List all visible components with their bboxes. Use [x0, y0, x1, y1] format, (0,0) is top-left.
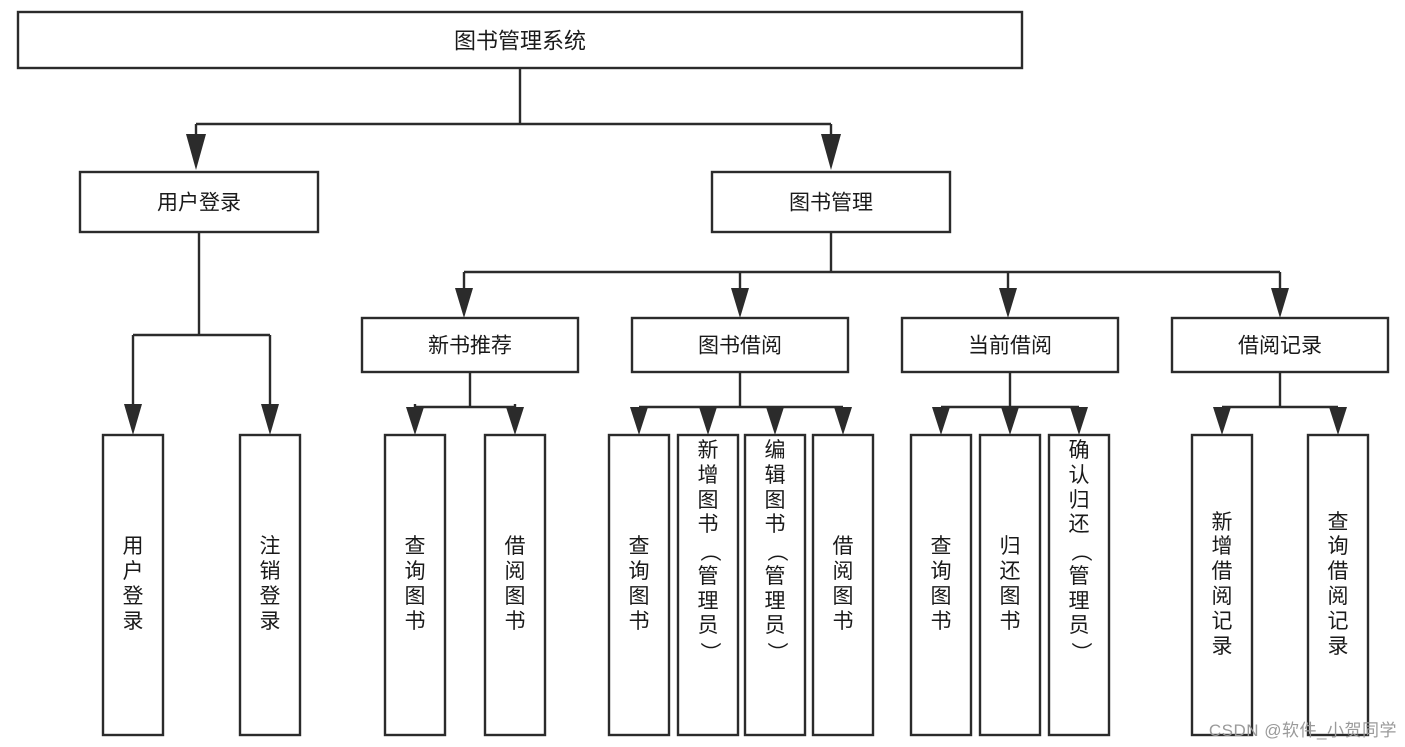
leaf-box-current-query-book[interactable] [909, 433, 973, 737]
arrowhead-rec-leaf-1 [406, 407, 424, 435]
node-current-borrow[interactable]: 当前借阅 [900, 316, 1120, 374]
book-management-box[interactable] [710, 170, 952, 234]
book-borrow-box[interactable] [630, 316, 850, 374]
node-user-login[interactable]: 用户登录 [78, 170, 320, 234]
book-management-label: 图书管理 [789, 192, 873, 215]
leaf-box-user-logout[interactable] [238, 433, 302, 737]
arrowhead-current-leaf-1 [932, 407, 950, 435]
leaf-box-record-add[interactable] [1190, 433, 1254, 737]
node-book-borrow[interactable]: 图书借阅 [630, 316, 850, 374]
node-root[interactable]: 图书管理系统 [16, 10, 1024, 70]
root-label: 图书管理系统 [454, 29, 586, 54]
arrowhead-to-current-borrow [999, 288, 1017, 318]
leaf-box-user-login[interactable] [101, 433, 165, 737]
arrowhead-rec-leaf-2 [506, 407, 524, 435]
leaf-box-rec-query-book[interactable] [383, 433, 447, 737]
new-book-rec-label: 新书推荐 [428, 335, 512, 358]
leaf-box-rec-borrow-book[interactable] [483, 433, 547, 737]
node-book-management[interactable]: 图书管理 [710, 170, 952, 234]
arrowhead-to-new-book-rec [455, 288, 473, 318]
borrow-record-label: 借阅记录 [1238, 335, 1322, 358]
current-borrow-label: 当前借阅 [968, 335, 1052, 358]
arrowhead-current-leaf-2 [1001, 407, 1019, 435]
leaf-box-borrow-edit-book[interactable] [743, 433, 807, 737]
leaf-box-borrow-add-book[interactable] [676, 433, 740, 737]
leaf-box-record-query[interactable] [1306, 433, 1370, 737]
arrowhead-to-book-mgmt [821, 134, 841, 170]
arrowhead-borrow-leaf-2 [699, 407, 717, 435]
watermark-text: CSDN @软件_小贺同学 [1208, 721, 1397, 740]
user-login-label: 用户登录 [157, 192, 241, 215]
borrow-record-box[interactable] [1170, 316, 1390, 374]
arrowhead-user-leaf-2 [261, 404, 279, 435]
root-box[interactable] [16, 10, 1024, 70]
book-borrow-label: 图书借阅 [698, 335, 782, 358]
leaf-box-borrow-borrow-book[interactable] [811, 433, 875, 737]
current-borrow-box[interactable] [900, 316, 1120, 374]
arrowhead-borrow-leaf-1 [630, 407, 648, 435]
arrowhead-record-leaf-2 [1329, 407, 1347, 435]
new-book-rec-box[interactable] [360, 316, 580, 374]
arrowhead-record-leaf-1 [1213, 407, 1231, 435]
arrowhead-user-leaf-1 [124, 404, 142, 435]
leaf-box-current-confirm-return[interactable] [1047, 433, 1111, 737]
arrowhead-borrow-leaf-3 [766, 407, 784, 435]
node-new-book-recommendation[interactable]: 新书推荐 [360, 316, 580, 374]
arrowhead-to-user-login [186, 134, 206, 170]
arrowhead-to-borrow-record [1271, 288, 1289, 318]
leaf-box-current-return-book[interactable] [978, 433, 1042, 737]
arrowhead-current-leaf-3 [1070, 407, 1088, 435]
arrowhead-borrow-leaf-4 [834, 407, 852, 435]
leaf-box-borrow-query-book[interactable] [607, 433, 671, 737]
node-borrow-record[interactable]: 借阅记录 [1170, 316, 1390, 374]
arrowhead-to-book-borrow [731, 288, 749, 318]
